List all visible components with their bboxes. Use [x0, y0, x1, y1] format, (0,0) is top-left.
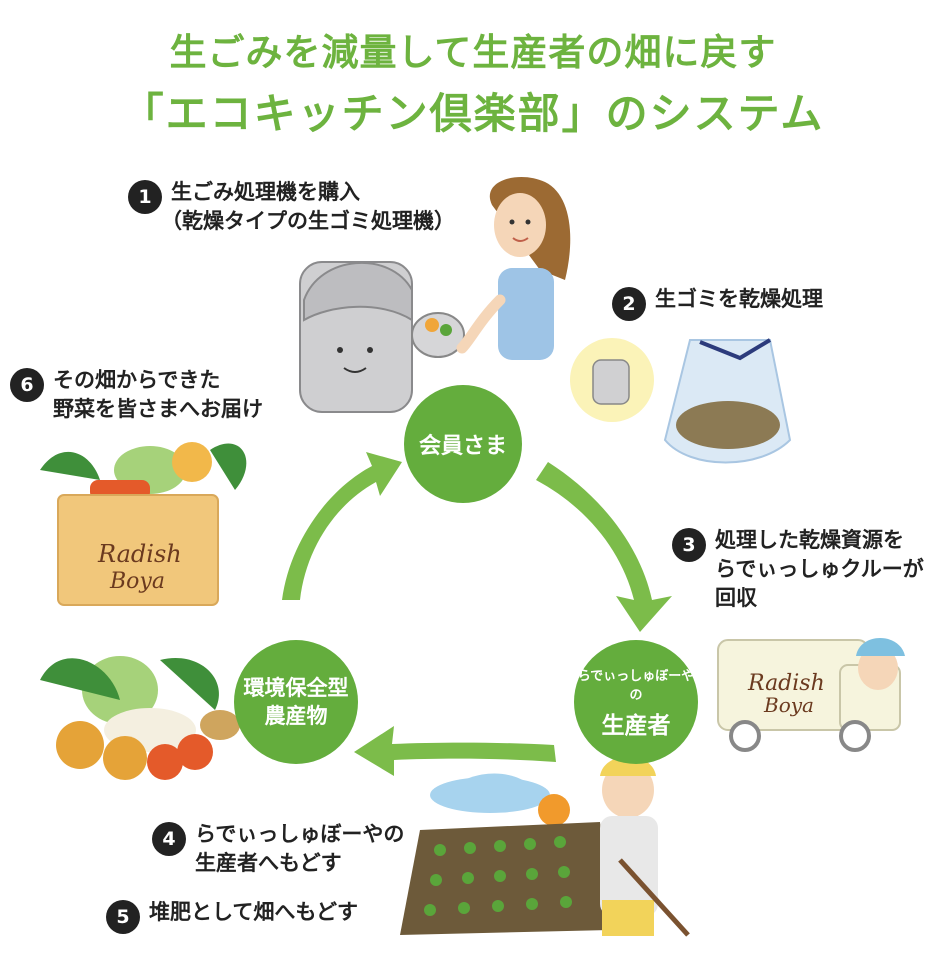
- step-2-text: 生ゴミを乾燥処理: [655, 285, 823, 314]
- step-3-number: 3: [672, 528, 706, 562]
- produce-node: 環境保全型 農産物: [234, 640, 358, 764]
- producer-node-sublabel: らでぃっしゅぼーやの: [577, 668, 695, 703]
- producer-node-label: 生産者: [601, 712, 671, 739]
- box-logo-line-2: Boya: [109, 569, 165, 594]
- step-4-line-2: 生産者へもどす: [195, 851, 342, 875]
- step-1: 1 生ごみ処理機を購入 （乾燥タイプの生ゴミ処理機）: [128, 178, 455, 236]
- produce-node-label-1: 環境保全型: [243, 676, 349, 700]
- processor-illustration: [299, 261, 465, 413]
- title-line-2: 「エコキッチン倶楽部」のシステム: [121, 89, 825, 138]
- farm-illustration: [400, 756, 690, 937]
- step-3-text: 処理した乾燥資源を らでぃっしゅクルーが 回収: [715, 526, 924, 613]
- producer-node: らでぃっしゅぼーやの 生産者: [574, 640, 698, 764]
- box-logo-line-1: Radish: [97, 540, 182, 568]
- step-4-number: 4: [152, 822, 186, 856]
- vegetable-pile-illustration: [40, 656, 240, 780]
- step-6-number: 6: [10, 368, 44, 402]
- arrow-producer-to-veg: [354, 726, 556, 776]
- step-5: 5 堆肥として畑へもどす: [106, 898, 358, 934]
- step-6-text: その畑からできた 野菜を皆さまへお届け: [53, 366, 263, 424]
- step-3-line-1: 処理した乾燥資源を: [715, 528, 904, 552]
- step-4-line-1: らでぃっしゅぼーやの: [195, 822, 405, 846]
- arrow-veg-to-member: [282, 452, 402, 600]
- step-5-number: 5: [106, 900, 140, 934]
- step-1-text: 生ごみ処理機を購入 （乾燥タイプの生ゴミ処理機）: [161, 178, 455, 236]
- step-6-line-2: 野菜を皆さまへお届け: [53, 397, 263, 421]
- step-3: 3 処理した乾燥資源を らでぃっしゅクルーが 回収: [672, 526, 924, 613]
- woman-illustration: [456, 176, 571, 360]
- step-2: 2 生ゴミを乾燥処理: [612, 285, 823, 321]
- produce-node-label-2: 農産物: [264, 704, 328, 728]
- step-2-number: 2: [612, 287, 646, 321]
- dry-waste-illustration: [570, 338, 792, 464]
- arrow-member-to-producer: [536, 462, 672, 632]
- step-6: 6 その畑からできた 野菜を皆さまへお届け: [10, 366, 263, 424]
- step-5-text: 堆肥として畑へもどす: [149, 898, 358, 927]
- member-node: 会員さま: [404, 385, 522, 503]
- truck-logo-line-1: Radish: [747, 671, 825, 696]
- step-2-line-1: 生ゴミを乾燥処理: [655, 287, 823, 311]
- step-1-line-1: 生ごみ処理機を購入: [171, 180, 360, 204]
- step-5-line-1: 堆肥として畑へもどす: [149, 900, 358, 924]
- step-3-line-2: らでぃっしゅクルーが: [715, 557, 924, 581]
- cycle-arrows: [282, 452, 672, 776]
- step-3-line-3: 回収: [715, 586, 757, 610]
- step-4: 4 らでぃっしゅぼーやの 生産者へもどす: [152, 820, 404, 878]
- vegetable-box-illustration: Radish Boya: [40, 442, 247, 606]
- step-1-number: 1: [128, 180, 162, 214]
- step-6-line-1: その畑からできた: [53, 368, 221, 392]
- title-line-1: 生ごみを減量して生産者の畑に戻す: [169, 31, 777, 74]
- member-node-label: 会員さま: [418, 434, 507, 459]
- truck-logo-line-2: Boya: [763, 693, 814, 717]
- step-1-line-2: （乾燥タイプの生ゴミ処理機）: [161, 209, 455, 233]
- step-4-text: らでぃっしゅぼーやの 生産者へもどす: [195, 820, 404, 878]
- truck-illustration: Radish Boya: [717, 638, 905, 752]
